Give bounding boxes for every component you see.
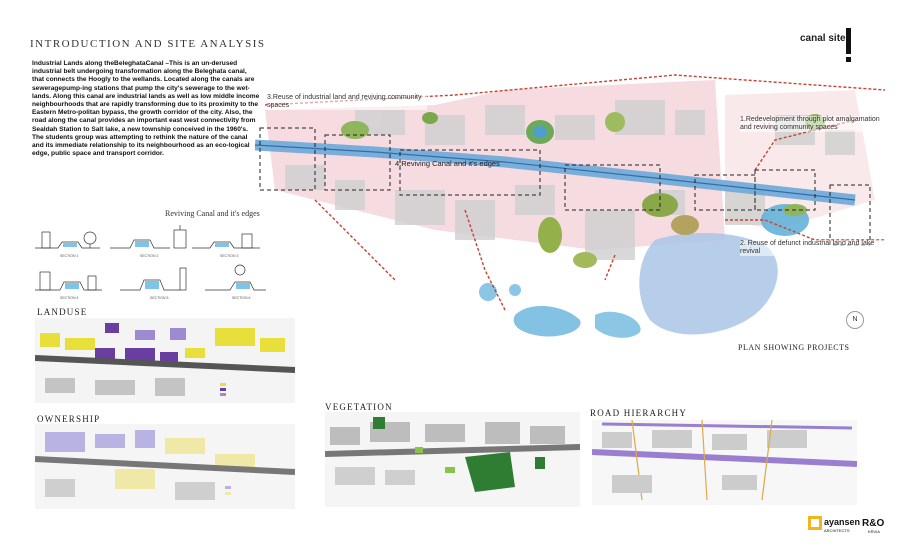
road-hierarchy-title: ROAD HIERARCHY xyxy=(590,408,688,418)
project-boxes xyxy=(259,127,871,246)
canal-sections-drawing xyxy=(35,225,266,291)
canal-marker-icon xyxy=(846,28,851,62)
site-tag: canal site xyxy=(800,33,846,44)
road-hierarchy-map xyxy=(592,420,857,505)
landuse-map xyxy=(35,318,295,403)
intro-paragraph: Industrial Lands along theBeleghataCanal… xyxy=(32,60,260,158)
plan-title: PLAN SHOWING PROJECTS xyxy=(738,343,850,352)
page-title: INTRODUCTION AND SITE ANALYSIS xyxy=(30,38,266,50)
landuse-legend xyxy=(220,383,226,396)
pond-1 xyxy=(479,283,497,301)
logo-sub: ARCHITECTS xyxy=(824,528,850,533)
lake-southwest xyxy=(513,305,581,337)
ownership-map xyxy=(35,424,295,509)
project-1-label: 1.Redevelopment through plot amalgamatio… xyxy=(740,116,890,132)
logo-tag: KRVIA xyxy=(868,529,880,534)
landuse-title: LANDUSE xyxy=(37,307,88,317)
urban-fabric xyxy=(285,100,855,260)
section-label-4: SECTION 4 xyxy=(60,296,79,300)
north-arrow-icon: N xyxy=(846,311,864,329)
logo-name: ayansen xyxy=(824,517,860,527)
lake-south xyxy=(595,311,641,338)
pond-2 xyxy=(509,284,521,296)
ownership-legend xyxy=(225,486,231,495)
lake-main xyxy=(639,233,778,335)
firm-logo: ayansen ARCHITECTS R&O KRVIA xyxy=(808,516,884,534)
project-4-label: 4.Reviving Canal and it's edges xyxy=(395,159,500,168)
section-label-3: SECTION 3 xyxy=(220,254,239,258)
section-label-6: SECTION 6 xyxy=(232,296,251,300)
sections-title: Reviving Canal and it's edges xyxy=(165,209,260,218)
section-label-5: SECTION 5 xyxy=(150,296,169,300)
section-label-2: SECTION 2 xyxy=(140,254,159,258)
section-label-1: SECTION 1 xyxy=(60,254,79,258)
project-3-label: 3.Reuse of industrial land and reviving … xyxy=(267,94,427,110)
logo-suffix: R&O xyxy=(862,518,884,529)
canal-centerline xyxy=(255,144,856,201)
vegetation-map xyxy=(325,412,580,507)
ownership-title: OWNERSHIP xyxy=(37,414,101,424)
vegetation-title: VEGETATION xyxy=(325,402,393,412)
project-2-label: 2. Reuse of defunct industrial land and … xyxy=(740,240,890,256)
master-plan-map xyxy=(255,74,886,338)
